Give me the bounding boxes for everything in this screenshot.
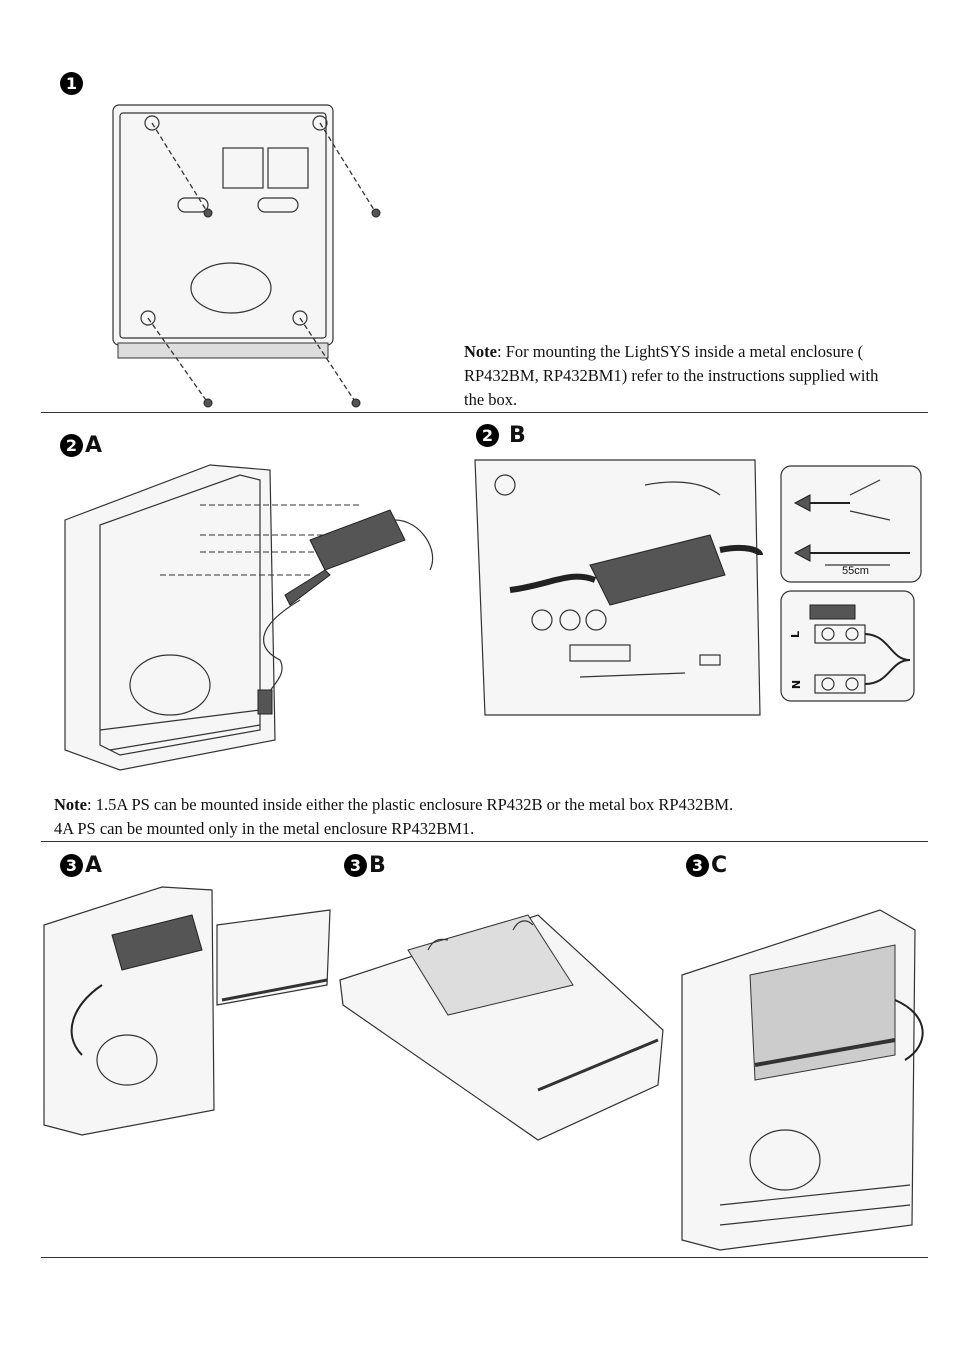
section-divider (41, 841, 928, 842)
note-label: Note (54, 795, 87, 814)
plug-cut-illustration (780, 465, 922, 583)
note-text-line2: 4A PS can be mounted only in the metal e… (54, 819, 475, 838)
cable-length-label: 55cm (842, 565, 869, 577)
step-letter: A (85, 433, 103, 458)
step-3b-board-tilt-illustration (339, 914, 664, 1141)
note-power-supply: Note: 1.5A PS can be mounted inside eith… (54, 793, 924, 841)
note-text-line1: : 1.5A PS can be mounted inside either t… (86, 795, 734, 814)
note-metal-enclosure: Note: For mounting the LightSYS inside a… (464, 340, 884, 412)
step-2a-power-supply-illustration (64, 464, 434, 771)
terminal-label-N: N (790, 679, 804, 690)
step-number-badge: 3 (60, 854, 83, 877)
step-number-badge: 3 (344, 854, 367, 877)
step-number-badge: 3 (686, 854, 709, 877)
step-3c-board-mounted-illustration (681, 909, 924, 1251)
step-number-badge: 2 (476, 424, 499, 447)
step-3a-board-install-illustration (43, 886, 331, 1136)
step-letter: A (85, 853, 103, 878)
step-3b-marker: 3 B (344, 853, 386, 878)
terminal-block-illustration (780, 590, 915, 702)
step-number-badge: 1 (60, 72, 83, 95)
step-1-marker: 1 (60, 72, 83, 95)
section-divider (41, 412, 928, 413)
step-letter: C (711, 853, 728, 878)
step-2b-wiring-illustration (474, 459, 763, 716)
terminal-label-L: L (789, 630, 803, 639)
step-2a-marker: 2 A (60, 433, 102, 458)
step-letter: B (369, 853, 386, 878)
step-1-wall-mount-illustration (112, 104, 381, 408)
step-3c-marker: 3 C (686, 853, 727, 878)
step-letter: B (509, 423, 526, 448)
step-3a-marker: 3 A (60, 853, 102, 878)
step-2b-marker: 2 B (476, 423, 526, 448)
note-label: Note (464, 342, 497, 361)
step-number-badge: 2 (60, 434, 83, 457)
section-divider (41, 1257, 928, 1258)
note-text: : For mounting the LightSYS inside a met… (464, 342, 879, 409)
